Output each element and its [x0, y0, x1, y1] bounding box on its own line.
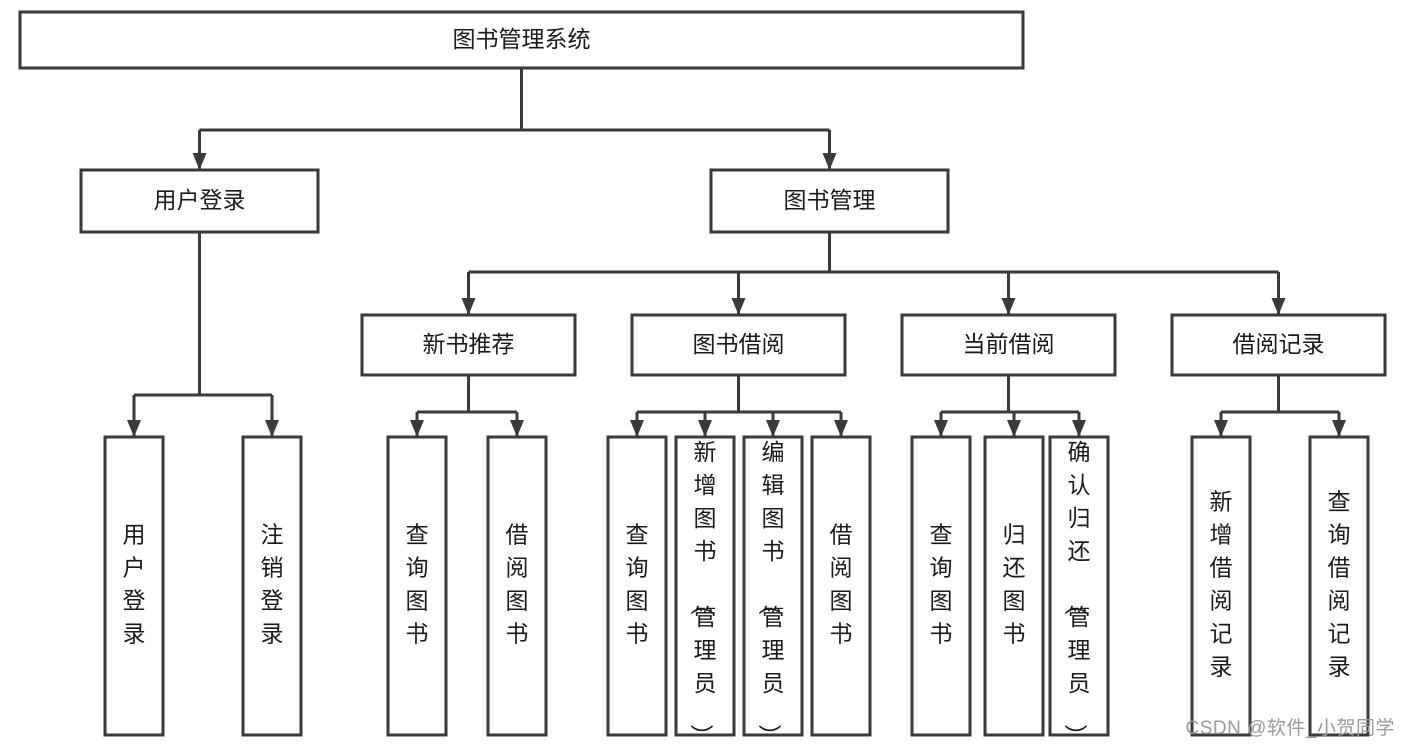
node-leaf-query-borrow-record[interactable]: 查询借阅记录	[1308, 435, 1370, 737]
node-leaf-logout-box[interactable]	[241, 435, 303, 737]
arrow-head-icon	[461, 298, 476, 315]
node-borrow-record-box[interactable]	[1170, 313, 1387, 377]
node-leaf-user-login[interactable]: 用户登录	[103, 435, 165, 737]
node-leaf-confirm-return-admin-label: 确认归还（管理员）	[1063, 439, 1091, 747]
node-leaf-add-borrow-record-box[interactable]	[1190, 435, 1252, 737]
arrow-head-icon	[698, 420, 712, 437]
node-book-borrow-label: 图书借阅	[693, 331, 785, 357]
node-leaf-query-book-1[interactable]: 查询图书	[386, 435, 448, 737]
node-borrow-record-label: 借阅记录	[1233, 331, 1325, 357]
node-leaf-edit-book-admin-box[interactable]	[742, 435, 804, 737]
node-leaf-query-book-3-box[interactable]	[910, 435, 972, 737]
node-user-login[interactable]: 用户登录	[79, 168, 320, 234]
arrow-head-icon	[1271, 298, 1286, 315]
node-current-borrow-label: 当前借阅	[963, 331, 1055, 357]
arrow-head-icon	[265, 420, 279, 437]
arrow-head-icon	[410, 420, 424, 437]
node-book-management[interactable]: 图书管理	[709, 168, 950, 234]
node-leaf-edit-book-admin[interactable]: 编辑图书（管理员）	[742, 435, 804, 747]
node-leaf-add-borrow-record[interactable]: 新增借阅记录	[1190, 435, 1252, 737]
node-current-borrow-box[interactable]	[900, 313, 1117, 377]
node-leaf-borrow-book-2-label: 借阅图书	[830, 522, 853, 647]
arrow-head-icon	[192, 153, 207, 170]
node-leaf-confirm-return-admin[interactable]: 确认归还（管理员）	[1048, 435, 1110, 747]
node-leaf-query-book-2[interactable]: 查询图书	[606, 435, 668, 737]
node-leaf-query-borrow-record-box[interactable]	[1308, 435, 1370, 737]
node-book-borrow-box[interactable]	[630, 313, 847, 377]
arrow-head-icon	[510, 420, 524, 437]
node-leaf-query-book-3-label: 查询图书	[930, 522, 953, 647]
arrow-head-icon	[1214, 420, 1228, 437]
arrow-head-icon	[934, 420, 948, 437]
node-leaf-borrow-book-1[interactable]: 借阅图书	[486, 435, 548, 737]
arrow-head-icon	[822, 153, 837, 170]
node-leaf-query-book-1-box[interactable]	[386, 435, 448, 737]
node-leaf-user-login-label: 用户登录	[123, 522, 146, 647]
node-book-borrow[interactable]: 图书借阅	[630, 313, 847, 377]
arrow-head-icon	[731, 298, 746, 315]
node-leaf-logout[interactable]: 注销登录	[241, 435, 303, 737]
node-leaf-query-book-2-label: 查询图书	[626, 522, 649, 647]
node-user-login-label: 用户登录	[154, 187, 246, 213]
arrow-head-icon	[630, 420, 644, 437]
node-leaf-edit-book-admin-label: 编辑图书（管理员）	[757, 439, 785, 747]
node-book-management-label: 图书管理	[784, 187, 876, 213]
node-leaf-query-book-3[interactable]: 查询图书	[910, 435, 972, 737]
node-leaf-query-book-2-box[interactable]	[606, 435, 668, 737]
node-root-system-box[interactable]	[18, 10, 1025, 70]
node-new-book-recommend[interactable]: 新书推荐	[360, 313, 577, 377]
node-leaf-add-borrow-record-label: 新增借阅记录	[1210, 489, 1233, 680]
node-leaf-add-book-admin-label: 新增图书（管理员）	[689, 439, 717, 747]
node-new-book-recommend-box[interactable]	[360, 313, 577, 377]
node-user-login-box[interactable]	[79, 168, 320, 234]
node-leaf-add-book-admin[interactable]: 新增图书（管理员）	[674, 435, 736, 747]
arrow-head-icon	[834, 420, 848, 437]
node-root-system-label: 图书管理系统	[453, 26, 591, 52]
node-leaf-borrow-book-1-label: 借阅图书	[506, 522, 529, 647]
arrow-head-icon	[1332, 420, 1346, 437]
node-leaf-user-login-box[interactable]	[103, 435, 165, 737]
node-borrow-record[interactable]: 借阅记录	[1170, 313, 1387, 377]
node-current-borrow[interactable]: 当前借阅	[900, 313, 1117, 377]
node-leaf-query-book-1-label: 查询图书	[406, 522, 429, 647]
node-book-management-box[interactable]	[709, 168, 950, 234]
node-leaf-query-borrow-record-label: 查询借阅记录	[1328, 489, 1351, 680]
connectors-layer	[127, 68, 1346, 437]
node-new-book-recommend-label: 新书推荐	[423, 331, 515, 357]
nodes-layer: 图书管理系统用户登录图书管理新书推荐图书借阅当前借阅借阅记录用户登录注销登录查询…	[18, 10, 1387, 747]
arrow-head-icon	[1072, 420, 1086, 437]
node-leaf-return-book-label: 归还图书	[1003, 522, 1026, 647]
node-leaf-borrow-book-2-box[interactable]	[810, 435, 872, 737]
node-leaf-add-book-admin-box[interactable]	[674, 435, 736, 737]
node-leaf-borrow-book-2[interactable]: 借阅图书	[810, 435, 872, 737]
node-leaf-borrow-book-1-box[interactable]	[486, 435, 548, 737]
arrow-head-icon	[766, 420, 780, 437]
arrow-head-icon	[1007, 420, 1021, 437]
node-leaf-logout-label: 注销登录	[261, 522, 284, 647]
node-leaf-return-book[interactable]: 归还图书	[983, 435, 1045, 737]
node-leaf-confirm-return-admin-box[interactable]	[1048, 435, 1110, 737]
node-root-system[interactable]: 图书管理系统	[18, 10, 1025, 70]
node-leaf-return-book-box[interactable]	[983, 435, 1045, 737]
arrow-head-icon	[1001, 298, 1016, 315]
arrow-head-icon	[127, 420, 141, 437]
